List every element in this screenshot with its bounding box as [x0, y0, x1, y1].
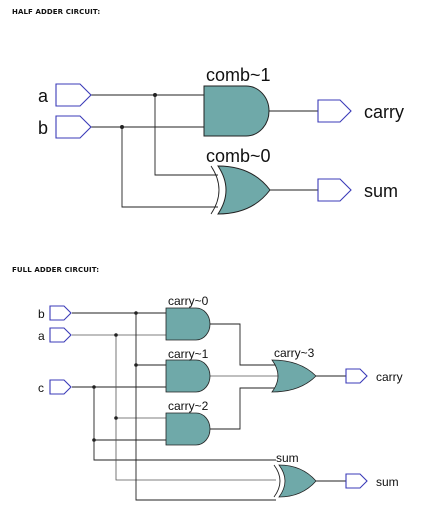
input-pin-b-icon[interactable] [55, 115, 92, 139]
junction-dot [92, 438, 96, 442]
junction-dot [92, 385, 96, 389]
output-label-sum: sum [376, 475, 399, 489]
gate-label-sum: sum [276, 451, 299, 465]
and-gate-icon[interactable] [203, 85, 270, 137]
output-label-sum: sum [364, 181, 398, 201]
half-adder-wires [90, 93, 318, 208]
output-label-carry: carry [364, 102, 404, 122]
and-gate-icon[interactable] [165, 307, 211, 341]
half-adder-title: HALF ADDER CIRCUIT: [12, 8, 101, 16]
full-adder-wires [72, 311, 346, 501]
wire-a-to-sum [115, 418, 276, 481]
gate-label-carry0: carry~0 [168, 294, 209, 308]
output-pin-carry-icon[interactable] [317, 99, 352, 123]
wire-a-to-carry2 [115, 335, 166, 419]
gate-label-carry1: carry~1 [168, 347, 209, 361]
wire-b-to-sum [135, 365, 276, 501]
gate-label-carry2: carry~2 [168, 399, 209, 413]
wire-b-to-xor [121, 127, 218, 208]
wire-carry0-out [210, 323, 276, 366]
input-label-a: a [38, 329, 45, 343]
output-pin-carry-icon[interactable] [345, 368, 368, 384]
and-gate-icon[interactable] [165, 412, 211, 446]
full-adder-title: FULL ADDER CIRCUIT: [12, 266, 100, 274]
xor-gate-icon[interactable] [278, 464, 317, 498]
full-adder-diagram: b a c carry~0 carry~1 carry~2 carry~3 su… [38, 294, 403, 501]
junction-dot [134, 363, 138, 367]
output-label-carry: carry [376, 370, 403, 384]
wire-c-to-carry2 [93, 387, 166, 441]
xor-gate-icon[interactable] [217, 165, 271, 215]
wire-b-to-carry1 [135, 313, 166, 366]
junction-dot [120, 125, 124, 129]
output-pin-sum-icon[interactable] [345, 473, 368, 489]
input-label-b: b [38, 307, 45, 321]
junction-dot [114, 416, 118, 420]
half-adder-diagram: a b comb~1 comb~0 carry sum [38, 65, 404, 215]
input-label-b: b [38, 118, 48, 138]
input-pin-a-icon[interactable] [49, 327, 72, 343]
and-gate-icon[interactable] [165, 359, 211, 393]
input-label-a: a [38, 86, 49, 106]
junction-dot [134, 311, 138, 315]
junction-dot [114, 333, 118, 337]
gate-label-comb0: comb~0 [206, 146, 271, 166]
wire-carry2-out [210, 387, 276, 430]
output-pin-sum-icon[interactable] [317, 178, 352, 202]
xor-gate-back-arc [273, 464, 281, 498]
input-pin-c-icon[interactable] [49, 379, 72, 395]
input-label-c: c [38, 381, 44, 395]
xor-gate-back-arc [210, 165, 220, 215]
gate-label-carry3: carry~3 [274, 346, 315, 360]
junction-dot [153, 93, 157, 97]
or-gate-icon[interactable] [271, 359, 317, 393]
input-pin-b-icon[interactable] [49, 305, 72, 321]
gate-label-comb1: comb~1 [206, 65, 271, 85]
wire-a-to-xor [154, 95, 218, 176]
wire-c-to-sum [93, 440, 276, 461]
input-pin-a-icon[interactable] [55, 83, 92, 107]
